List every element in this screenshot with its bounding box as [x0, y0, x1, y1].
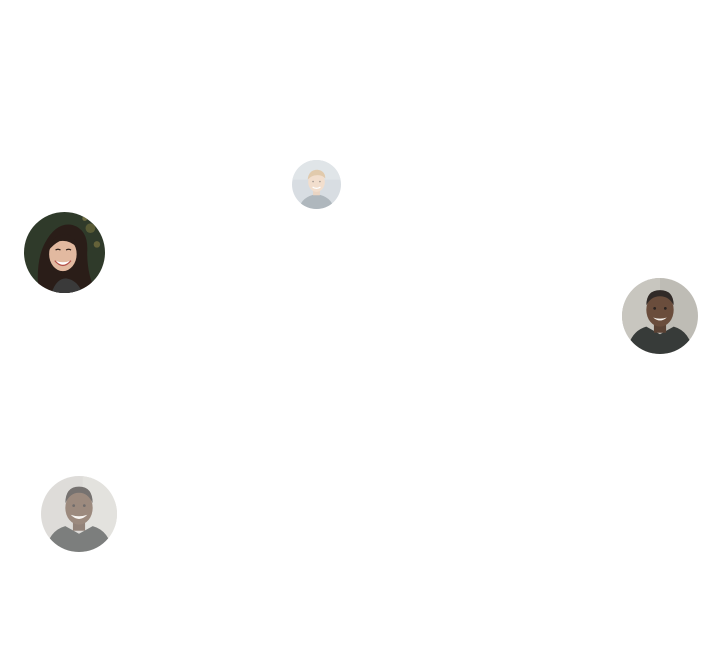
person-photo-icon	[41, 476, 117, 552]
avatar-man-blond[interactable]	[292, 160, 341, 209]
person-photo-icon	[24, 212, 105, 293]
avatar-man-smiling-faded[interactable]	[41, 476, 117, 552]
avatar-woman-smiling[interactable]	[24, 212, 105, 293]
person-photo-icon	[622, 278, 698, 354]
avatar-man-hoodie[interactable]	[622, 278, 698, 354]
person-photo-icon	[292, 160, 341, 209]
